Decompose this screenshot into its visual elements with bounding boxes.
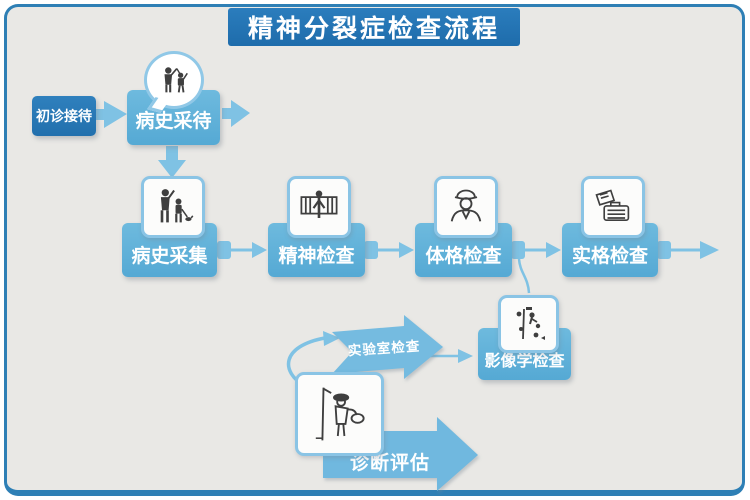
step-label: 精神检查 — [278, 245, 355, 267]
lab-exam-arrow — [332, 315, 443, 379]
connector-head-4 — [700, 241, 719, 259]
lab-loop-arrow-head — [323, 331, 340, 346]
iv-patient-icon — [295, 372, 384, 456]
connector-tab-1 — [217, 241, 231, 259]
arrow-intake-down-head — [158, 160, 186, 178]
start-node: 初诊接待 — [32, 96, 96, 136]
arrow-intake-right — [222, 100, 250, 127]
page-title: 精神分裂症检查流程 — [247, 14, 500, 43]
diagnosis-arrow-text: 诊断评估 — [349, 451, 430, 474]
connector-tab-3 — [511, 241, 525, 259]
step-label: 体格检查 — [425, 245, 502, 267]
step-label: 实格检查 — [571, 245, 648, 267]
documents-machine-icon — [581, 176, 645, 238]
arrow-start-to-intake — [96, 101, 127, 128]
doctor-glyph — [450, 189, 482, 222]
drop-line-to-imaging — [517, 258, 531, 294]
arrow-intake-down-stem — [166, 146, 178, 161]
start-label: 初诊接待 — [36, 109, 92, 125]
connector-head-2 — [399, 242, 414, 258]
imaging-figures-glyph — [516, 307, 545, 340]
gate-person-glyph — [300, 190, 338, 218]
conversation-people-icon — [144, 51, 204, 109]
imaging-label: 影像学检查 — [484, 351, 565, 370]
iv-patient-glyph — [315, 387, 365, 441]
connector-head-1 — [252, 242, 267, 258]
doctor-icon — [434, 176, 498, 238]
conversation-people-glyph — [164, 67, 188, 93]
connector-head-3 — [546, 242, 561, 258]
documents-machine-glyph — [595, 189, 630, 222]
arrow-to-imaging-head — [458, 349, 473, 363]
lab-arrow-text: 实验室检查 — [347, 338, 421, 360]
intake-node: 病史采待 — [127, 90, 220, 145]
gate-person-icon — [287, 176, 351, 238]
intake-label: 病史采待 — [135, 110, 212, 132]
adult-child-icon — [141, 176, 205, 238]
imaging-figures-icon — [498, 295, 559, 353]
adult-child-glyph — [160, 189, 194, 223]
title-banner: 精神分裂症检查流程 — [228, 8, 520, 46]
connector-tab-2 — [364, 241, 378, 259]
connector-tab-4 — [657, 241, 671, 259]
step-label: 病史采集 — [131, 245, 208, 267]
diagnosis-arrow-label: 诊断评估 — [330, 448, 450, 474]
